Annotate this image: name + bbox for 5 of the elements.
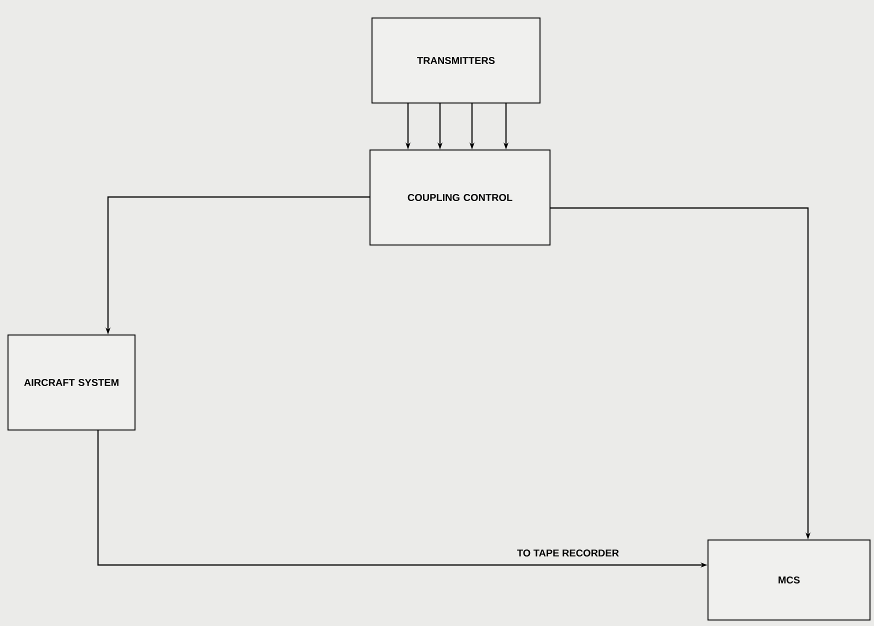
process-box: AIRCRAFT SYSTEM — [8, 334, 136, 430]
process-box: TRANSMITTERS — [372, 18, 540, 104]
edge-label: TO TAPE RECORDER — [517, 549, 619, 557]
process-box: COUPLING CONTROL — [370, 150, 550, 246]
process-box: MCS — [708, 540, 870, 620]
